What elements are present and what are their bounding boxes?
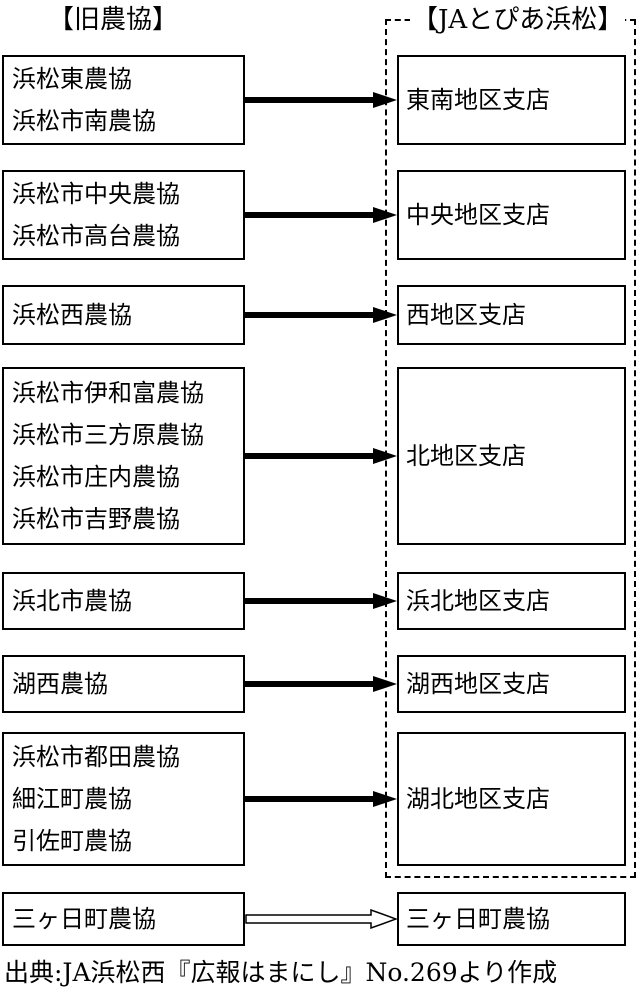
merge-arrow [245,307,397,323]
merge-arrow [245,448,397,464]
old-coop-name: 浜松市庄内農協 [12,463,180,491]
merge-arrow [245,791,397,807]
merge-arrow [245,92,397,108]
branch-name: 湖西地区支店 [406,670,550,698]
old-coop-name: 浜松市中央農協 [12,180,180,208]
old-coop-box: 湖西農協 [2,655,245,713]
old-coop-name: 細江町農協 [12,785,132,813]
branch-name: 北地区支店 [406,442,526,470]
old-coop-box: 三ヶ日町農協 [2,892,245,946]
old-coop-box: 浜松市中央農協 浜松市高台農協 [2,170,245,260]
old-coop-name: 浜松市吉野農協 [12,505,180,533]
branch-box: 東南地区支店 [397,55,626,145]
ja-topia-header: 【JAとぴあ浜松】 [410,2,626,38]
merge-arrow [245,593,397,609]
old-coop-name: 浜松市南農協 [12,107,156,135]
branch-box: 浜北地区支店 [397,572,626,630]
old-coop-name: 浜北市農協 [12,587,132,615]
independent-coop-box: 三ヶ日町農協 [397,892,626,946]
old-coop-name: 浜松市都田農協 [12,743,180,771]
branch-box: 湖西地区支店 [397,655,626,713]
branch-box: 西地区支店 [397,285,626,345]
branch-name: 浜北地区支店 [406,587,550,615]
old-coop-box: 浜松市都田農協 細江町農協 引佐町農協 [2,732,245,866]
branch-box: 湖北地区支店 [397,732,626,866]
old-coop-box: 浜松市伊和富農協 浜松市三方原農協 浜松市庄内農協 浜松市吉野農協 [2,367,245,545]
old-coop-name: 浜松東農協 [12,65,132,93]
old-coop-box: 浜松東農協 浜松市南農協 [2,55,245,145]
branch-name: 湖北地区支店 [406,785,550,813]
branch-name: 東南地区支店 [406,86,550,114]
branch-box: 北地区支店 [397,367,626,545]
old-coop-name: 浜松市三方原農協 [12,421,204,449]
independent-coop-name: 三ヶ日町農協 [406,905,550,933]
old-coop-name: 引佐町農協 [12,827,132,855]
old-coop-box: 浜北市農協 [2,572,245,630]
old-coop-name: 浜松市伊和富農協 [12,379,204,407]
old-coop-name: 浜松西農協 [12,301,132,329]
branch-box: 中央地区支店 [397,170,626,260]
merge-arrow [245,676,397,692]
hollow-arrow [245,909,397,929]
source-note: 出典:JA浜松西『広報はまにし』No.269より作成 [4,958,558,987]
old-coop-name: 浜松市高台農協 [12,222,180,250]
old-coop-name: 湖西農協 [12,670,108,698]
old-coops-header: 【旧農協】 [48,5,179,35]
old-coop-name: 三ヶ日町農協 [12,905,156,933]
old-coop-box: 浜松西農協 [2,285,245,345]
branch-name: 中央地区支店 [406,201,550,229]
branch-name: 西地区支店 [406,301,526,329]
merge-arrow [245,207,397,223]
